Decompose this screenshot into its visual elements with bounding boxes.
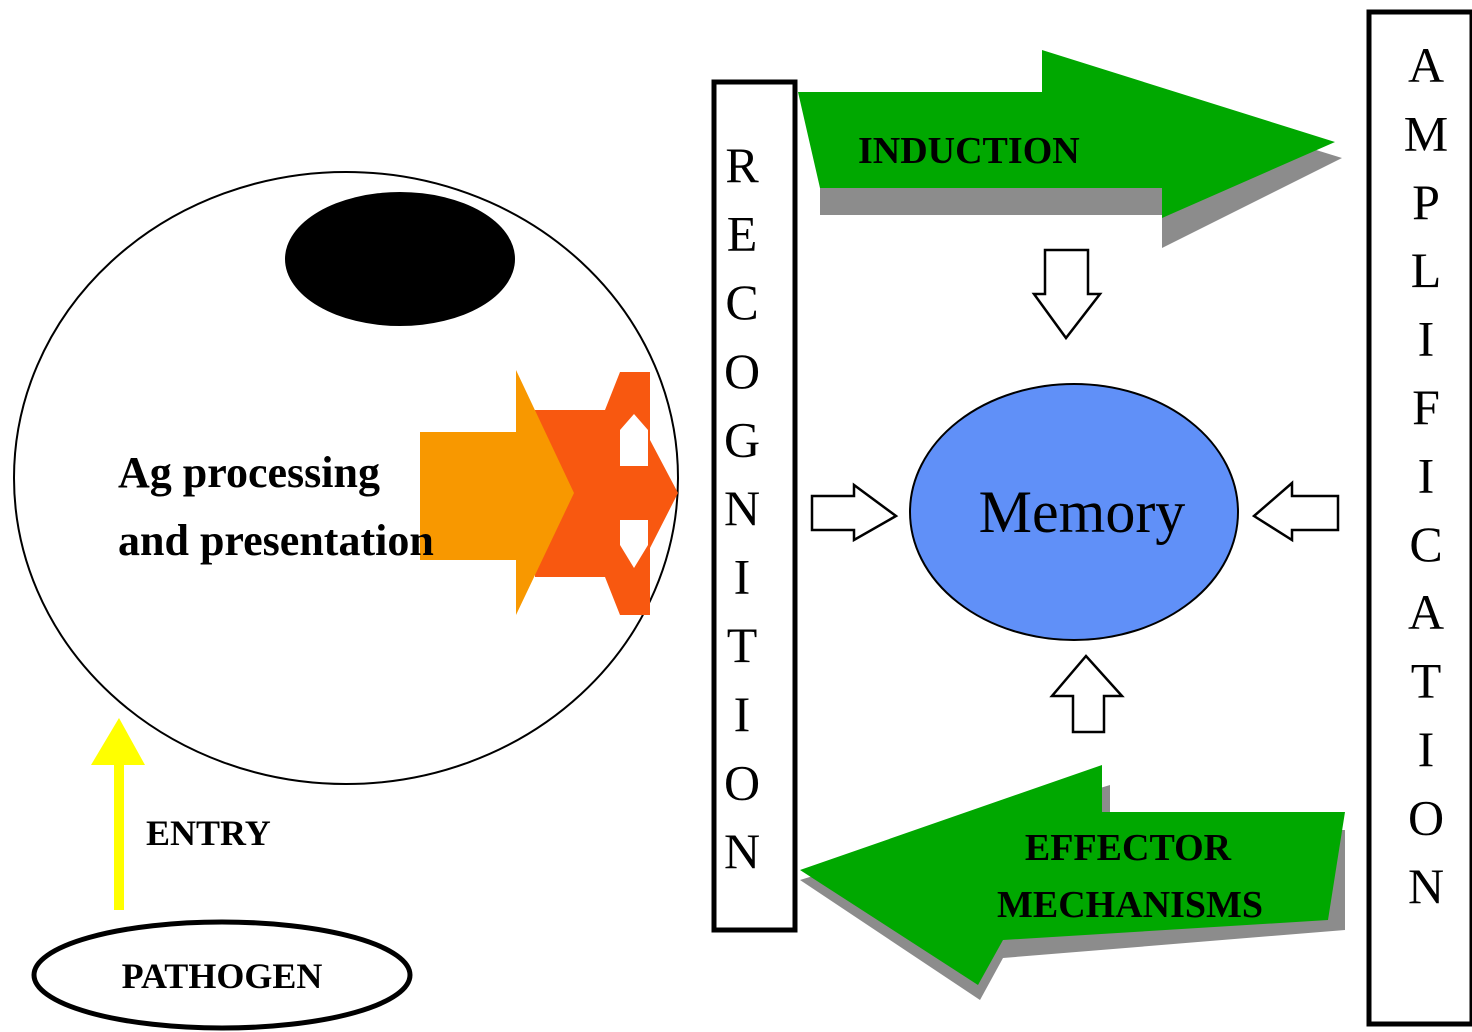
recognition-box xyxy=(711,79,798,933)
amplification-letter: N xyxy=(1408,858,1444,914)
recognition-letter: N xyxy=(724,823,760,879)
amplification-box xyxy=(1366,9,1472,1027)
amplification-letter: A xyxy=(1408,584,1444,640)
recognition-letter: T xyxy=(727,617,758,673)
amplification-letter: A xyxy=(1408,37,1444,93)
cell-label-line2: and presentation xyxy=(118,516,434,565)
arrow-induction-to-memory xyxy=(1031,248,1103,341)
presentation-arrow-orange xyxy=(420,370,574,615)
arrow-recognition-to-memory xyxy=(810,482,899,543)
amplification-letter: I xyxy=(1418,721,1435,777)
recognition-letter: I xyxy=(734,549,751,605)
effector-arrow xyxy=(800,765,1345,985)
recognition-letter: O xyxy=(724,343,760,399)
amplification-letter: T xyxy=(1411,653,1442,709)
amplification-letter: P xyxy=(1412,174,1440,230)
recognition-letter: N xyxy=(724,480,760,536)
presentation-notch-lower xyxy=(620,520,648,568)
pathogen-ellipse xyxy=(31,919,413,1031)
recognition-letter: R xyxy=(725,137,759,193)
recognition-letter: O xyxy=(724,754,760,810)
recognition-letter: C xyxy=(725,274,758,330)
entry-label: ENTRY xyxy=(146,813,271,853)
cell-nucleus xyxy=(285,192,515,326)
presentation-notch-upper xyxy=(620,414,648,466)
amplification-letter: L xyxy=(1411,242,1442,298)
amplification-letter: O xyxy=(1408,789,1444,845)
recognition-letter: E xyxy=(727,206,758,262)
recognition-letter: I xyxy=(734,686,751,742)
recognition-letter: G xyxy=(724,411,760,467)
pathogen-label: PATHOGEN xyxy=(122,956,323,996)
memory-ellipse xyxy=(909,383,1239,641)
cell-body xyxy=(13,171,679,785)
memory-label: Memory xyxy=(979,479,1186,545)
amplification-letter: I xyxy=(1418,311,1435,367)
arrow-effector-to-memory xyxy=(1049,654,1125,734)
entry-arrow xyxy=(91,718,145,910)
cell-label-line1: Ag processing xyxy=(118,448,380,497)
induction-arrow xyxy=(798,50,1335,218)
arrow-amplification-to-memory xyxy=(1251,480,1340,543)
amplification-letter: F xyxy=(1412,379,1440,435)
amplification-letter: M xyxy=(1404,105,1448,161)
effector-label-line2: MECHANISMS xyxy=(997,884,1263,926)
induction-label: INDUCTION xyxy=(858,130,1080,172)
effector-label-line1: EFFECTOR xyxy=(1025,827,1232,869)
amplification-letter: I xyxy=(1418,447,1435,503)
amplification-letter: C xyxy=(1409,516,1442,572)
